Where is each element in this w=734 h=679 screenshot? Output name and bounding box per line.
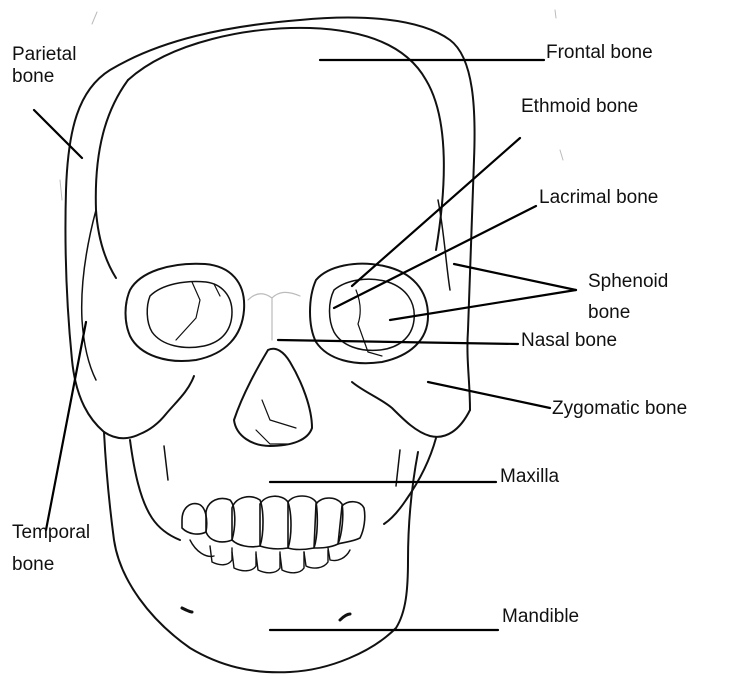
stray-marks bbox=[60, 10, 563, 200]
left-orbit bbox=[126, 264, 245, 361]
leader-lacrimal bbox=[334, 206, 536, 308]
frontal-bone-label: Frontal bone bbox=[546, 42, 653, 64]
parietal-bone-label-line1: Parietal bbox=[12, 44, 76, 66]
leader-zygomatic bbox=[428, 382, 550, 408]
temporal-bone-label-line1: Temporal bbox=[12, 517, 90, 549]
lower-teeth bbox=[190, 540, 350, 573]
leader-sphenoid-upper bbox=[454, 264, 576, 290]
leader-sphenoid-lower bbox=[390, 290, 576, 320]
cranium-outline bbox=[65, 20, 300, 432]
lacrimal-bone-label: Lacrimal bone bbox=[539, 187, 658, 209]
temporal-bone-label-line2: bone bbox=[12, 549, 90, 581]
cranium-outline-right bbox=[300, 17, 475, 410]
cheek-right bbox=[352, 382, 470, 437]
upper-teeth bbox=[182, 496, 365, 550]
leader-ethmoid bbox=[352, 138, 520, 286]
leader-temporal bbox=[46, 322, 86, 530]
left-orbit-inner bbox=[147, 282, 232, 348]
temporal-bone-label: Temporal bone bbox=[12, 517, 90, 581]
cheek-left bbox=[104, 376, 194, 438]
leader-nasal bbox=[278, 340, 518, 344]
maxilla-label: Maxilla bbox=[500, 466, 559, 488]
ethmoid-bone-label: Ethmoid bone bbox=[521, 96, 638, 118]
sphenoid-bone-label-line2: bone bbox=[588, 297, 668, 328]
frontal-left-side bbox=[96, 80, 128, 278]
sphenoid-bone-label: Sphenoid bone bbox=[588, 266, 668, 328]
zygomatic-bone-label: Zygomatic bone bbox=[552, 398, 687, 420]
mandible-outline bbox=[104, 432, 418, 672]
nasal-bone-label: Nasal bone bbox=[521, 330, 617, 352]
frontal-inner-outline bbox=[128, 28, 444, 250]
sphenoid-bone-label-line1: Sphenoid bbox=[588, 266, 668, 297]
mandible-label: Mandible bbox=[502, 606, 579, 628]
parietal-bone-label-line2: bone bbox=[12, 66, 76, 88]
leader-parietal bbox=[34, 110, 82, 158]
parietal-bone-label: Parietal bone bbox=[12, 44, 76, 88]
nasal-cavity bbox=[234, 349, 312, 446]
